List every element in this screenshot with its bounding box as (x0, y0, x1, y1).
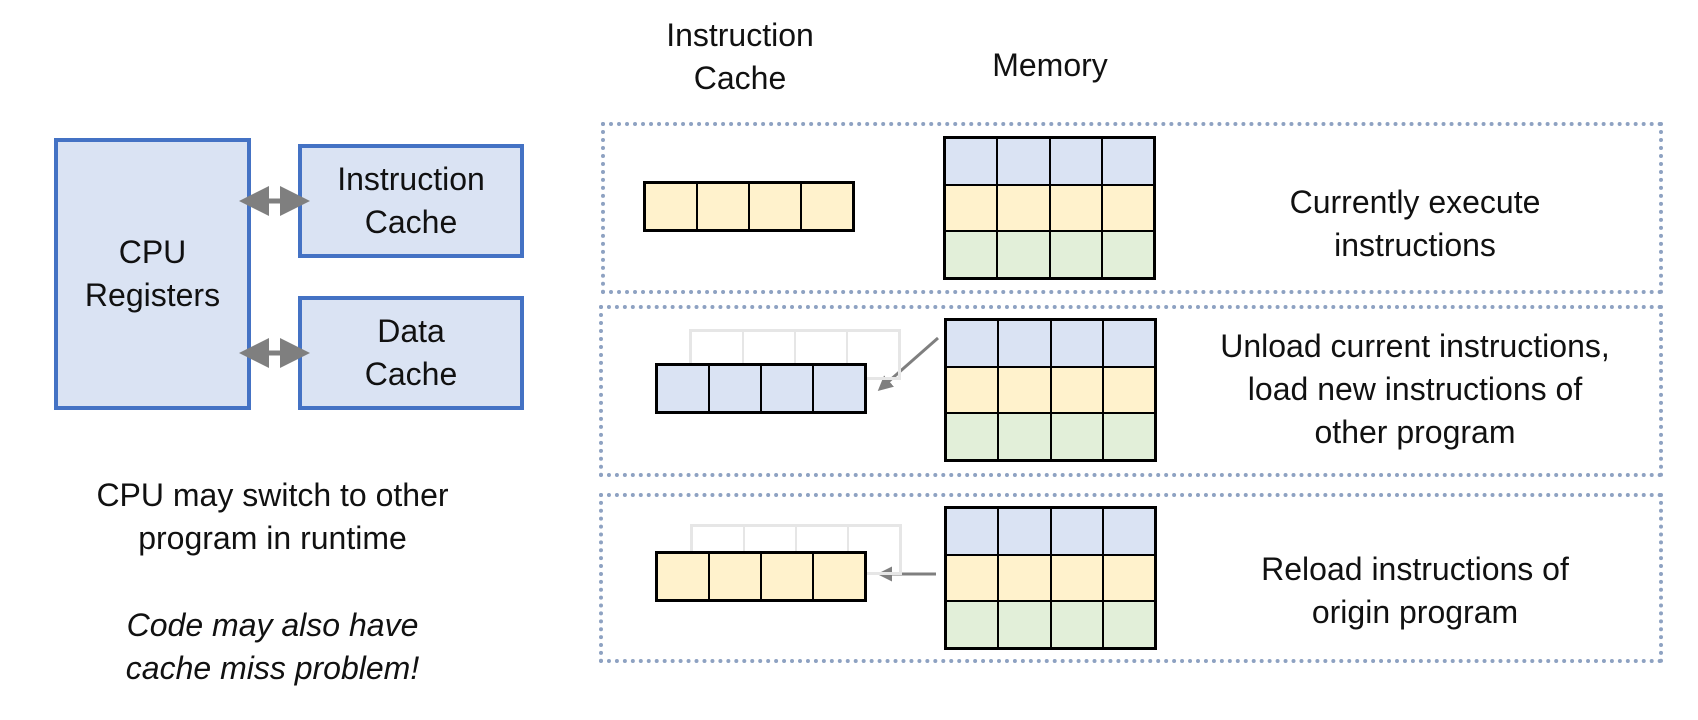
memory-cell (997, 231, 1050, 278)
memory-cell (1049, 231, 1102, 278)
icache-ghost-cell (848, 526, 900, 573)
instruction-cache-box: Instruction Cache (298, 144, 524, 258)
data-cache-box: Data Cache (298, 296, 524, 410)
icache-line-reload (655, 551, 867, 602)
memory-cell (946, 320, 999, 367)
memory-cell (1101, 231, 1154, 278)
icache-cell (813, 365, 865, 412)
unload-arrow (877, 336, 939, 391)
memory-cell (1102, 320, 1155, 367)
memory-cell (1050, 366, 1103, 414)
icache-line-unload (655, 363, 867, 414)
memory-cell (1049, 138, 1102, 185)
icache-cell (709, 365, 761, 412)
icache-cell (697, 183, 749, 230)
memory-cell (946, 554, 999, 602)
icache-cell (657, 553, 709, 600)
icache-cell (801, 183, 853, 230)
row-panel-unload (599, 305, 1663, 477)
memory-grid-reload (944, 506, 1157, 650)
cpu-registers-box: CPU Registers (54, 138, 251, 410)
memory-cell (1050, 508, 1103, 555)
row-description-unload: Unload current instructions, load new in… (1220, 328, 1610, 450)
memory-cell (1102, 366, 1155, 414)
icache-ghost-cell (847, 331, 899, 378)
memory-header: Memory (992, 47, 1108, 83)
row-description-current: Currently execute instructions (1289, 184, 1541, 263)
memory-cell (1102, 508, 1155, 555)
icache-cell (761, 365, 813, 412)
memory-cell (998, 413, 1051, 460)
memory-cell (998, 554, 1051, 602)
memory-cell (1050, 554, 1103, 602)
icache-cell (761, 553, 813, 600)
memory-cell (997, 184, 1050, 232)
icache-line-current (643, 181, 855, 232)
icache-cell (813, 553, 865, 600)
instruction-cache-header: Instruction Cache (666, 17, 814, 96)
icache-cell (657, 365, 709, 412)
memory-cell (997, 138, 1050, 185)
instruction-cache-label: Instruction Cache (337, 161, 485, 240)
cpu-registers-label: CPU Registers (84, 234, 221, 313)
memory-cell (945, 231, 998, 278)
memory-cell (998, 508, 1051, 555)
memory-cell (1101, 184, 1154, 232)
memory-cell (946, 366, 999, 414)
memory-cell (998, 601, 1051, 648)
memory-grid-current (943, 136, 1156, 280)
icache-cell (645, 183, 697, 230)
icache-cell (709, 553, 761, 600)
row-panel-reload (599, 493, 1663, 663)
memory-cell (1102, 601, 1155, 648)
memory-cell (998, 366, 1051, 414)
memory-cell (1102, 554, 1155, 602)
cache-miss-note: Code may also have cache miss problem! (125, 607, 420, 686)
icache-cell (749, 183, 801, 230)
row-panel-current (601, 122, 1663, 294)
memory-cell (1050, 413, 1103, 460)
memory-cell (946, 601, 999, 648)
row-description-reload: Reload instructions of origin program (1261, 551, 1569, 630)
memory-cell (1050, 320, 1103, 367)
memory-cell (945, 184, 998, 232)
memory-cell (998, 320, 1051, 367)
memory-cell (946, 508, 999, 555)
data-cache-label: Data Cache (364, 313, 458, 392)
cpu-switch-caption: CPU may switch to other program in runti… (96, 477, 449, 556)
memory-cell (1049, 184, 1102, 232)
memory-cell (1101, 138, 1154, 185)
memory-cell (1050, 601, 1103, 648)
memory-grid-unload (944, 318, 1157, 462)
memory-cell (945, 138, 998, 185)
memory-cell (946, 413, 999, 460)
memory-cell (1102, 413, 1155, 460)
